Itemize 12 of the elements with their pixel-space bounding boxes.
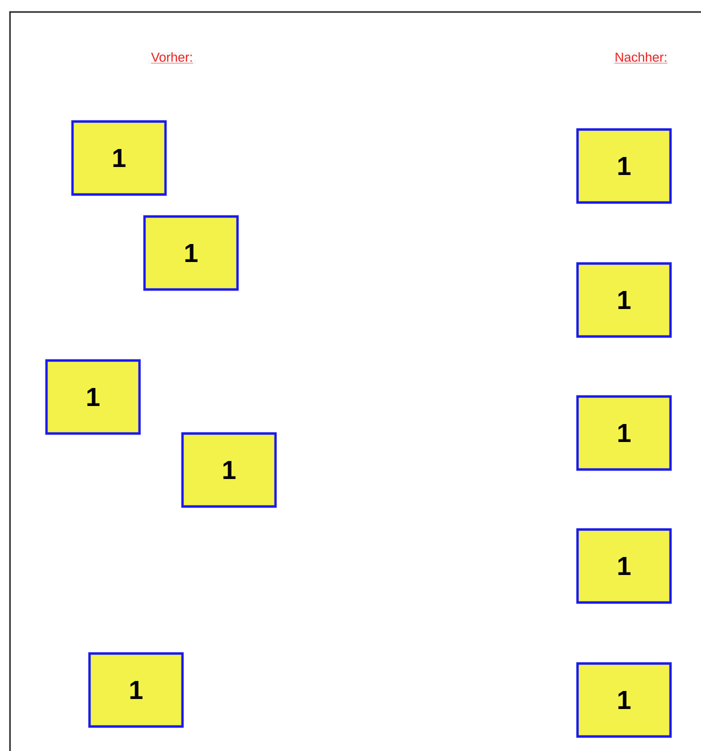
number-card: 1 <box>576 395 672 471</box>
number-card: 1 <box>88 652 184 728</box>
number-card: 1 <box>576 128 672 204</box>
number-card: 1 <box>576 528 672 604</box>
number-card: 1 <box>71 120 167 196</box>
number-card: 1 <box>181 432 277 508</box>
number-card: 1 <box>576 262 672 338</box>
number-card: 1 <box>576 662 672 738</box>
number-card: 1 <box>45 359 141 435</box>
number-card: 1 <box>143 215 239 291</box>
column-heading: Vorher: <box>150 52 194 64</box>
column-heading: Nachher: <box>614 52 668 64</box>
